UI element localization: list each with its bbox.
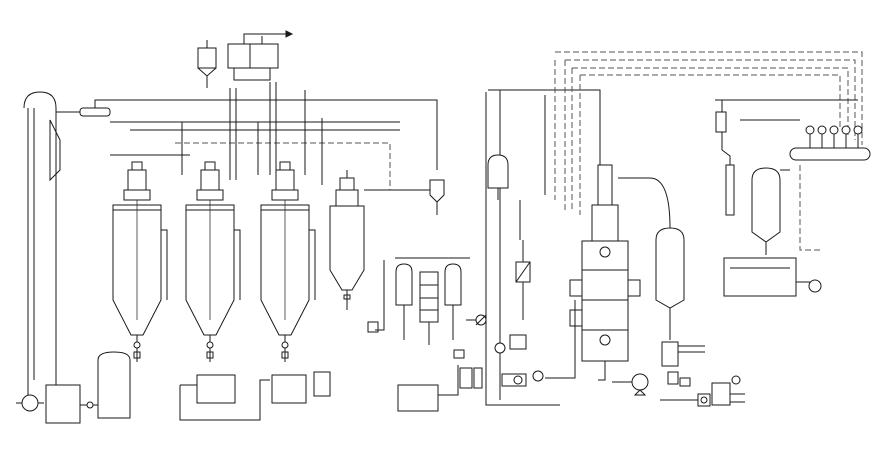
- bottom-mid-tank-1: [179, 374, 270, 421]
- top-right-exchanger: [715, 99, 871, 216]
- decolorizing-tank: [329, 170, 365, 310]
- heat-exchanger-box: [515, 240, 531, 320]
- reactor-1: [112, 161, 168, 362]
- mid-pump-row: [494, 300, 576, 387]
- bottom-left-tank: [45, 384, 81, 424]
- small-filter-tank: [364, 179, 445, 215]
- reactor-3: [260, 161, 316, 362]
- right-small-vessels: [661, 341, 705, 387]
- top-vacuum-unit: [227, 30, 294, 81]
- bottom-mid-tank-2: [271, 374, 307, 404]
- center-pump-group: [459, 314, 487, 389]
- deodorizing-tower: [569, 164, 641, 381]
- filter-pair: [367, 257, 480, 345]
- top-header-pipes: [94, 82, 438, 190]
- bottom-right-instruments: [660, 375, 745, 407]
- right-pump: [612, 373, 649, 396]
- bottom-center-tank: [397, 349, 465, 412]
- mid-separator-vessel: [487, 154, 509, 200]
- top-measuring-tank: [197, 40, 217, 88]
- trunk-lines: [485, 89, 601, 406]
- dashed-circulation: [554, 51, 863, 251]
- bottom-round-tank: [80, 351, 131, 419]
- vacuum-cylinder: [49, 107, 111, 182]
- left-return-loop: [16, 91, 57, 412]
- reactor-2: [185, 161, 241, 362]
- condenser-vessel: [751, 167, 790, 255]
- bottom-mid-tank-3: [313, 371, 331, 397]
- water-tank: [723, 257, 822, 297]
- final-product-tank: [618, 177, 685, 340]
